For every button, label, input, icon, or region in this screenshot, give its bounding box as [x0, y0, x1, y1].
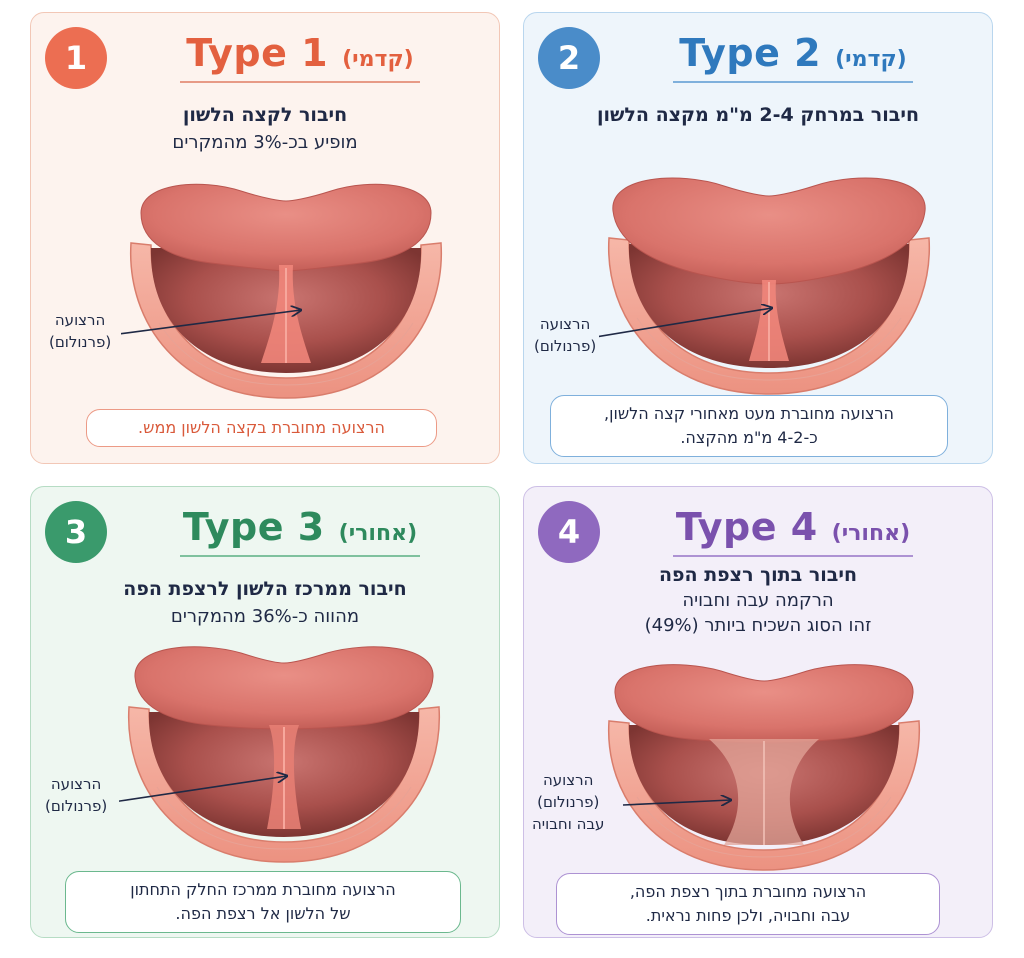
number-badge: 3 — [45, 501, 107, 563]
description-frequency: מופיע בכ-3% מהמקרים — [172, 132, 358, 153]
card-title: Type 2 (קדמי) — [614, 31, 972, 83]
number-badge: 2 — [538, 27, 600, 89]
type-name: Type 3 — [182, 505, 325, 549]
description-frequency: מהווה כ-36% מהמקרים — [170, 606, 360, 627]
title-underline — [180, 81, 420, 83]
card-title: Type 3 (אחורי) — [121, 505, 479, 557]
description: חיבור במרחק 2-4 מ"מ מקצה הלשון — [544, 101, 972, 129]
description: חיבור לקצה הלשון מופיע בכ-3% מהמקרים — [51, 101, 479, 157]
title-underline — [673, 555, 913, 557]
note-box: הרצועה מחוברת בקצה הלשון ממש. — [86, 409, 437, 447]
type-position: (אחורי) — [338, 521, 418, 546]
frenulum-arrow — [119, 776, 287, 802]
description: חיבור בתוך רצפת הפה הרקמה עבה וחבויה זהו… — [544, 563, 972, 638]
tongue — [614, 664, 914, 744]
lower-gum — [608, 237, 930, 395]
type-position: (אחורי) — [831, 521, 911, 546]
note-box: הרצועה מחוברת בתוך רצפת הפה, עבה וחבויה,… — [556, 873, 940, 935]
card-type-2: 2 Type 2 (קדמי) חיבור במרחק 2-4 מ"מ מקצה … — [523, 12, 993, 464]
card-title: Type 1 (קדמי) — [121, 31, 479, 83]
frenulum-label: הרצועה (פרנולום) — [534, 315, 597, 355]
tongue — [140, 183, 432, 272]
description-heading: חיבור לקצה הלשון — [182, 104, 348, 126]
card-type-3: 3 Type 3 (אחורי) חיבור ממרכז הלשון לרצפת … — [30, 486, 500, 938]
frenulum-label: הרצועה (פרנולום) עבה וחבויה — [532, 771, 605, 833]
card-title: Type 4 (אחורי) — [614, 505, 972, 557]
number-badge: 1 — [45, 27, 107, 89]
type-name: Type 4 — [675, 505, 818, 549]
title-underline — [180, 555, 420, 557]
lower-gum — [129, 242, 443, 399]
frenulum-arrow — [622, 800, 731, 805]
tongue — [134, 646, 434, 730]
note-box: הרצועה מחוברת מעט מאחורי קצה הלשון, כ-4-… — [550, 395, 948, 457]
number-badge: 4 — [538, 501, 600, 563]
mouth-illustration — [119, 646, 441, 863]
type-position: (קדמי) — [342, 47, 414, 72]
card-type-1: 1 Type 1 (קדמי) חיבור לקצה הלשון מופיע בכ… — [30, 12, 500, 464]
type-name: Type 1 — [186, 31, 329, 75]
lower-gum — [127, 706, 441, 863]
mouth-illustration — [607, 664, 921, 871]
title-underline — [673, 81, 913, 83]
frenulum-label: הרצועה (פרנולום) — [45, 775, 108, 815]
description-detail: הרקמה עבה וחבויה — [682, 590, 834, 611]
mouth-illustration — [121, 183, 443, 399]
description-heading: חיבור ממרכז הלשון לרצפת הפה — [123, 578, 407, 600]
frenulum-arrow — [599, 308, 772, 338]
frenulum-arrow — [121, 310, 301, 335]
description: חיבור ממרכז הלשון לרצפת הפה מהווה כ-36% … — [51, 575, 479, 631]
description-frequency: זהו הסוג השכיח ביותר (49%) — [644, 615, 872, 636]
note-box: הרצועה מחוברת ממרכז החלק התחתון של הלשון… — [65, 871, 461, 933]
type-name: Type 2 — [679, 31, 822, 75]
description-heading: חיבור במרחק 2-4 מ"מ מקצה הלשון — [596, 104, 919, 126]
card-type-4: 4 Type 4 (אחורי) חיבור בתוך רצפת הפה הרקמ… — [523, 486, 993, 938]
frenulum-label: הרצועה (פרנולום) — [49, 311, 112, 351]
lower-gum — [607, 720, 921, 871]
description-heading: חיבור בתוך רצפת הפה — [658, 564, 858, 586]
type-position: (קדמי) — [835, 47, 907, 72]
tongue — [612, 177, 926, 285]
mouth-illustration — [599, 177, 930, 395]
